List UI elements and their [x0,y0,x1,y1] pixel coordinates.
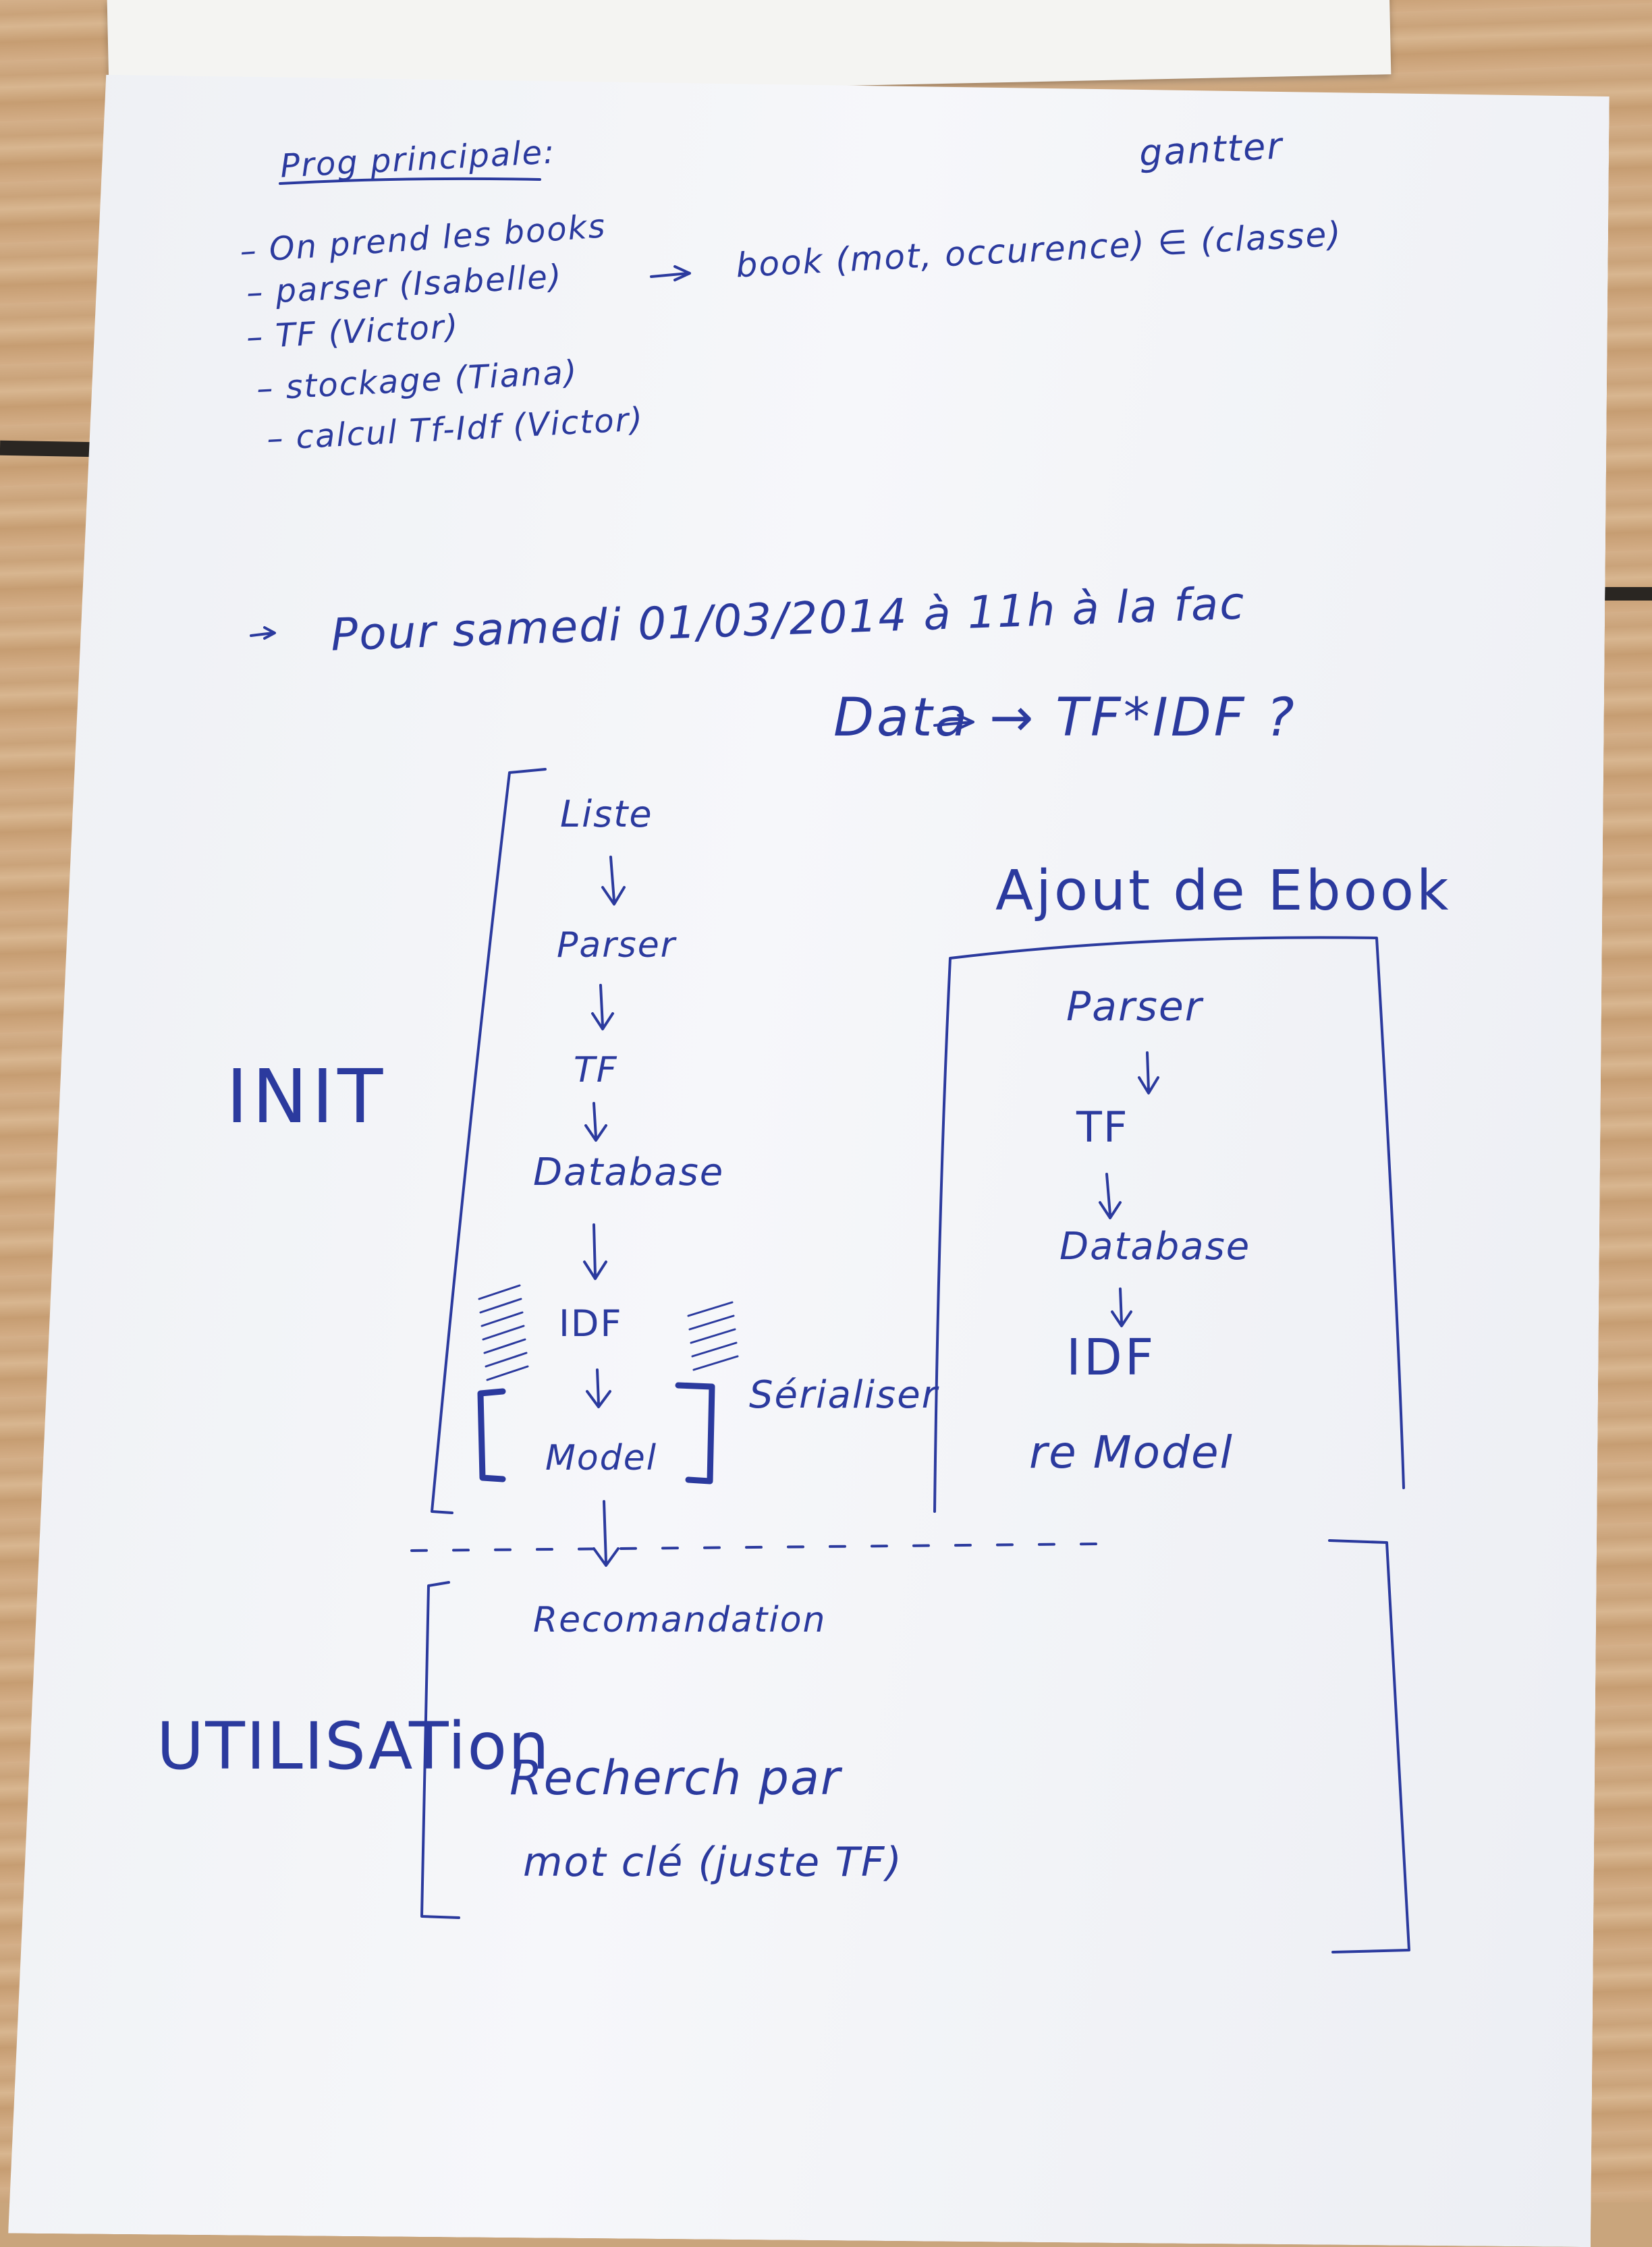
ebook-box [933,936,1405,1513]
init-label: INIT [226,1053,387,1140]
diagram-strokes [250,177,1410,1953]
use-bracket-left [420,1581,460,1919]
dashed-separator [410,1543,1101,1552]
book-arrow [650,265,691,281]
ebook-title: Ajout de Ebook [995,859,1452,923]
hatch-right [687,1301,739,1371]
ebook-step-remodel: re Model [1029,1426,1234,1478]
model-bracket-right [675,1382,715,1485]
utilisation-label: UTILISATion [157,1709,551,1784]
use-recherche-line1: Recherch par [510,1750,842,1806]
init-step-idf: IDF [559,1302,623,1345]
deadline-arrow [250,626,276,640]
heading-underline [279,177,541,185]
desk-seam-right [1599,587,1652,601]
ebook-step-database: Database [1059,1225,1251,1269]
init-step-liste: Liste [560,793,653,835]
init-to-use-arrow [593,1500,620,1567]
model-bracket-left [477,1388,506,1482]
ebook-step-idf: IDF [1066,1329,1157,1387]
ebook-arrow-3 [1111,1287,1132,1327]
corner-note: gantter [1138,124,1284,175]
init-bracket [431,768,547,1514]
use-bracket-right [1328,1539,1410,1953]
ebook-arrow-2 [1099,1173,1122,1219]
use-recomandation: Recomandation [533,1600,827,1640]
init-arrow-2 [591,984,614,1030]
ebook-step-tf: TF [1076,1103,1129,1152]
ebook-step-parser: Parser [1066,983,1203,1030]
init-step-tf: TF [574,1050,618,1090]
init-arrow-4 [583,1223,607,1280]
data-arrow [933,714,974,730]
serialiser-note: Sérialiser [749,1373,939,1417]
init-step-parser: Parser [557,925,677,966]
use-recherche-line2: mot clé (juste TF) [523,1839,903,1886]
init-arrow-1 [601,856,626,906]
ebook-arrow-1 [1138,1051,1159,1094]
init-step-model: Model [545,1438,658,1478]
hatch-left [478,1284,529,1381]
data-tfidf-question: Data → TF*IDF ? [833,688,1297,748]
init-arrow-3 [584,1102,607,1142]
init-step-database: Database [533,1150,725,1194]
init-arrow-5 [586,1368,611,1408]
